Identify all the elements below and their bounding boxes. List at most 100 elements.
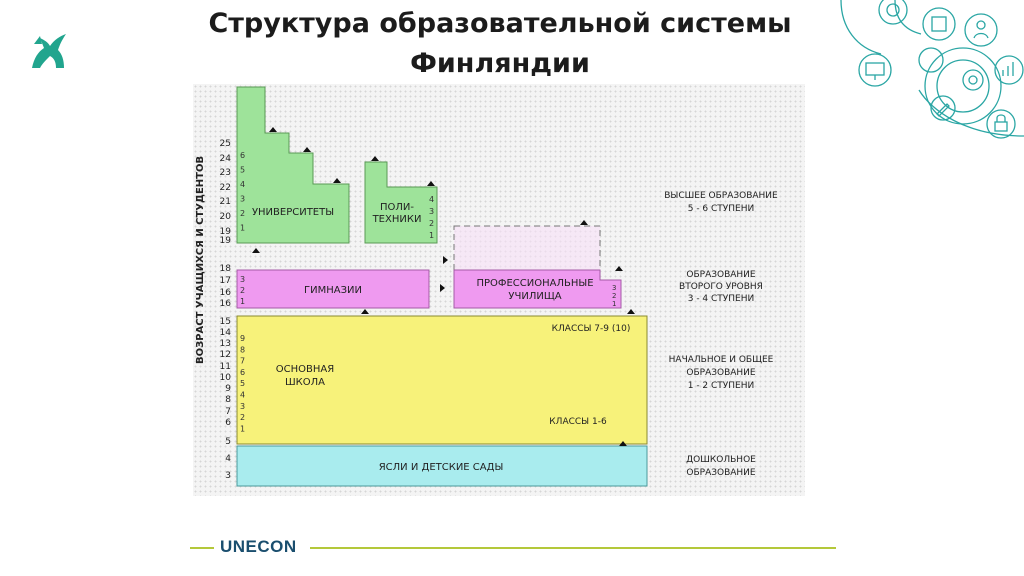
age-tick-label: 6 <box>225 418 231 428</box>
age-tick-label: 20 <box>220 212 232 222</box>
universities-block <box>236 86 350 244</box>
footer-line-left <box>190 547 214 549</box>
monitor-icon <box>858 53 892 87</box>
level-descriptions: ВЫСШЕЕ ОБРАЗОВАНИЕ 5 - 6 СТУПЕНИ ОБРАЗОВ… <box>664 191 778 478</box>
age-tick-label: 10 <box>220 373 232 383</box>
level-basic-line2: ОБРАЗОВАНИЕ <box>686 368 756 378</box>
age-tick-label: 19 <box>220 227 232 237</box>
level-basic-line1: НАЧАЛЬНОЕ И ОБЩЕЕ <box>669 355 774 365</box>
level-secondary-line2: ВТОРОГО УРОВНЯ <box>679 282 763 292</box>
universities-year-number: 1 <box>240 224 245 233</box>
arrow-up-4 <box>371 156 379 161</box>
grades-lower-label: КЛАССЫ 1-6 <box>549 417 607 427</box>
universities-year-number: 5 <box>240 166 245 175</box>
universities-year-number: 4 <box>240 180 245 189</box>
level-secondary-line3: 3 - 4 СТУПЕНИ <box>688 294 755 304</box>
universities-year-number: 6 <box>240 151 245 160</box>
age-tick-label: 3 <box>225 471 231 481</box>
level-higher-line2: 5 - 6 СТУПЕНИ <box>688 204 755 214</box>
gymnasiums-year-number: 1 <box>240 297 245 306</box>
transition-arrows <box>252 127 635 446</box>
polytechnics-year-number: 3 <box>429 207 434 216</box>
arrow-right-2 <box>440 284 445 292</box>
vocational-label-line1: ПРОФЕССИОНАЛЬНЫЕ <box>476 278 593 289</box>
preschool-label: ЯСЛИ И ДЕТСКИЕ САДЫ <box>379 462 504 473</box>
basic-school-year-number: 2 <box>240 413 245 422</box>
arrow-up-8 <box>252 248 260 253</box>
slide-title: Структура образовательной системы Финлян… <box>150 4 850 84</box>
arrow-up-10 <box>627 309 635 314</box>
age-tick-label: 16 <box>220 288 232 298</box>
basic-school-year-number: 7 <box>240 357 245 366</box>
gymnasiums-year-number: 3 <box>240 275 245 284</box>
gear-icon <box>878 0 908 25</box>
chart-icon <box>994 55 1024 85</box>
basic-school-year-number: 3 <box>240 402 245 411</box>
vocational-year-number: 2 <box>612 292 616 300</box>
slide-title-line2: Финляндии <box>410 48 590 79</box>
arrow-right-1 <box>443 256 448 264</box>
level-preschool-line1: ДОШКОЛЬНОЕ <box>686 455 756 465</box>
arrow-up-9 <box>361 309 369 314</box>
footer-line-right <box>310 547 836 549</box>
griffin-logo-icon <box>32 34 66 68</box>
age-tick-label: 18 <box>220 264 232 274</box>
age-tick-label: 17 <box>220 276 231 286</box>
settings-icon <box>962 69 984 91</box>
vocational-block <box>453 269 622 309</box>
arrow-up-5 <box>427 181 435 186</box>
pen-icon <box>930 95 956 121</box>
arrow-up-7 <box>615 266 623 271</box>
age-tick-label: 19 <box>220 236 232 246</box>
gymnasiums-year-number: 2 <box>240 286 245 295</box>
big-ring-decoration <box>924 47 1002 125</box>
basic-school-year-number: 5 <box>240 379 245 388</box>
polytechnics-year-number: 1 <box>429 231 434 240</box>
gymnasiums-block <box>236 269 430 309</box>
age-tick-label: 24 <box>220 154 232 164</box>
universities-year-number: 3 <box>240 195 245 204</box>
arrow-up-1 <box>269 127 277 132</box>
footer-brand: UNECON <box>220 537 297 556</box>
vocational-year-numbers: 321 <box>612 284 616 308</box>
age-tick-label: 9 <box>225 384 231 394</box>
age-tick-label: 7 <box>225 407 231 417</box>
polytechnics-year-number: 4 <box>429 195 434 204</box>
basic-school-year-number: 9 <box>240 334 245 343</box>
age-tick-label: 23 <box>220 168 231 178</box>
education-icons-decoration <box>840 0 1024 139</box>
age-tick-label: 16 <box>220 299 232 309</box>
universities-year-number: 2 <box>240 209 245 218</box>
grades-upper-label: КЛАССЫ 7-9 (10) <box>552 324 631 334</box>
y-axis-label: ВОЗРАСТ УЧАЩИХСЯ И СТУДЕНТОВ <box>195 156 206 364</box>
arrow-up-3 <box>333 178 341 183</box>
level-preschool-line2: ОБРАЗОВАНИЕ <box>686 468 756 478</box>
certificate-icon <box>918 47 944 73</box>
age-tick-label: 5 <box>225 437 231 447</box>
age-tick-label: 14 <box>220 328 232 338</box>
polytechnics-block <box>364 161 438 244</box>
gymnasiums-label: ГИМНАЗИИ <box>304 285 362 296</box>
basic-school-year-number: 1 <box>240 424 245 433</box>
level-secondary-line1: ОБРАЗОВАНИЕ <box>686 270 756 280</box>
age-tick-label: 22 <box>220 183 231 193</box>
basic-school-year-number: 4 <box>240 391 245 400</box>
age-tick-label: 15 <box>220 317 231 327</box>
basic-school-label-line1: ОСНОВНАЯ <box>276 364 334 375</box>
level-higher-line1: ВЫСШЕЕ ОБРАЗОВАНИЕ <box>664 191 778 201</box>
slide-title-line1: Структура образовательной системы <box>208 8 792 39</box>
vocational-label-line2: УЧИЛИЩА <box>508 291 561 302</box>
vocational-year-number: 1 <box>612 300 616 308</box>
arrow-up-2 <box>303 147 311 152</box>
universities-label: УНИВЕРСИТЕТЫ <box>252 207 334 218</box>
lock-icon <box>986 109 1016 139</box>
basic-school-block <box>236 315 648 445</box>
diagram-canvas: ВОЗРАСТ УЧАЩИХСЯ И СТУДЕНТОВ 25242322212… <box>195 86 778 487</box>
age-tick-label: 13 <box>220 339 231 349</box>
basic-school-year-number: 8 <box>240 345 245 354</box>
vocational-year-number: 3 <box>612 284 616 292</box>
gymnasiums-year-numbers: 3 2 1 <box>240 275 245 306</box>
basic-school-label-line2: ШКОЛА <box>285 377 325 388</box>
